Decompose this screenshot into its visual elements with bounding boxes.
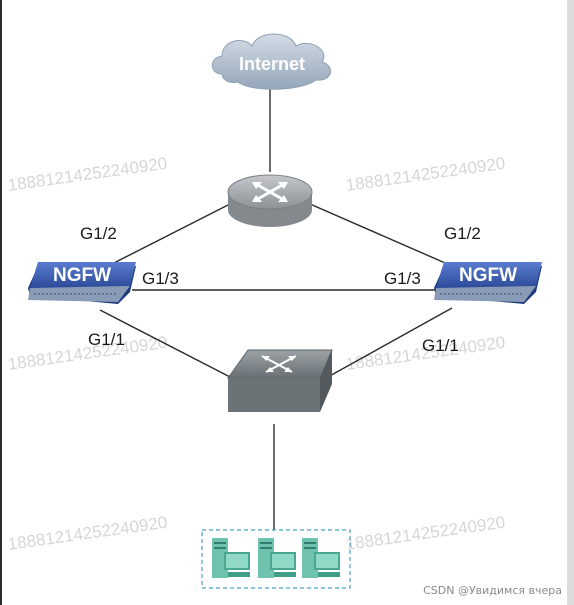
hosts-group <box>201 529 351 589</box>
link-left-fw-switch <box>99 309 233 379</box>
internet-label: Internet <box>239 54 305 74</box>
link-router-left-fw <box>107 203 231 267</box>
link-right-fw-switch <box>325 307 453 379</box>
port-label-right-g11: G1/1 <box>422 336 459 355</box>
left-window-border <box>0 0 2 605</box>
port-label-left-g11: G1/1 <box>88 330 125 349</box>
host-computer-icon <box>212 538 250 578</box>
links <box>99 88 453 530</box>
router-icon <box>227 174 313 227</box>
hosts-frame <box>201 529 351 589</box>
right-firewall-icon: NGFW <box>434 262 542 304</box>
right-firewall-label: NGFW <box>459 265 517 286</box>
left-firewall-icon: NGFW <box>28 262 136 304</box>
left-firewall-label: NGFW <box>53 265 111 286</box>
port-label-left-g12: G1/2 <box>80 224 117 243</box>
credit-text: CSDN @Увидимся вчера <box>423 584 562 597</box>
link-router-right-fw <box>309 203 453 267</box>
switch-icon <box>227 349 333 412</box>
port-label-left-g13: G1/3 <box>142 269 179 288</box>
port-label-right-g13: G1/3 <box>384 269 421 288</box>
internet-cloud-icon: Internet <box>211 33 331 90</box>
port-label-right-g12: G1/2 <box>444 224 481 243</box>
host-computer-icon <box>302 538 340 578</box>
right-window-border <box>567 0 574 605</box>
host-computer-icon <box>258 538 296 578</box>
